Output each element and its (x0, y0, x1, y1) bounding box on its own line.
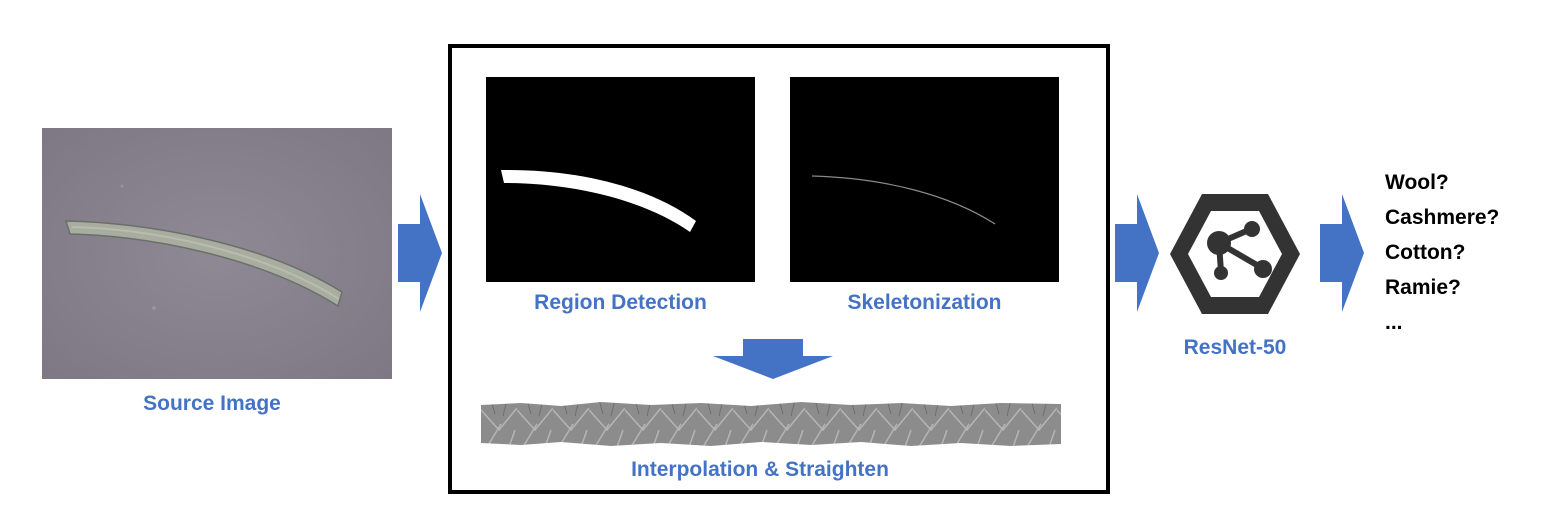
preprocessing-pipeline-box (448, 44, 1110, 494)
region-detection-label: Region Detection (534, 291, 707, 314)
region-detection-panel (486, 77, 755, 282)
arrow-pipeline-to-resnet (1115, 194, 1159, 312)
straightened-fiber-strip (481, 400, 1061, 447)
source-image-canvas (42, 128, 392, 379)
skeletonization-panel (790, 77, 1059, 282)
arrow-resnet-to-classes (1320, 194, 1364, 312)
arrow-down-to-straighten (713, 339, 833, 379)
skeletonization-label: Skeletonization (847, 291, 1002, 314)
class-cashmere: Cashmere? (1385, 206, 1500, 229)
hexagon-network-icon (1168, 191, 1302, 317)
class-ramie: Ramie? (1385, 276, 1461, 299)
region-mask (501, 169, 696, 232)
resnet-label: ResNet-50 (1183, 336, 1287, 359)
source-image-label: Source Image (143, 392, 281, 415)
class-ellipsis: ... (1385, 311, 1403, 334)
arrow-source-to-pipeline (398, 194, 442, 312)
interpolation-label: Interpolation & Straighten (631, 458, 889, 481)
fiber-shape (64, 220, 343, 308)
class-wool: Wool? (1385, 171, 1449, 194)
class-cotton: Cotton? (1385, 241, 1466, 264)
skeleton-line (811, 175, 996, 225)
class-candidates-list: Wool? Cashmere? Cotton? Ramie? ... (1385, 165, 1499, 340)
source-image (42, 128, 392, 379)
